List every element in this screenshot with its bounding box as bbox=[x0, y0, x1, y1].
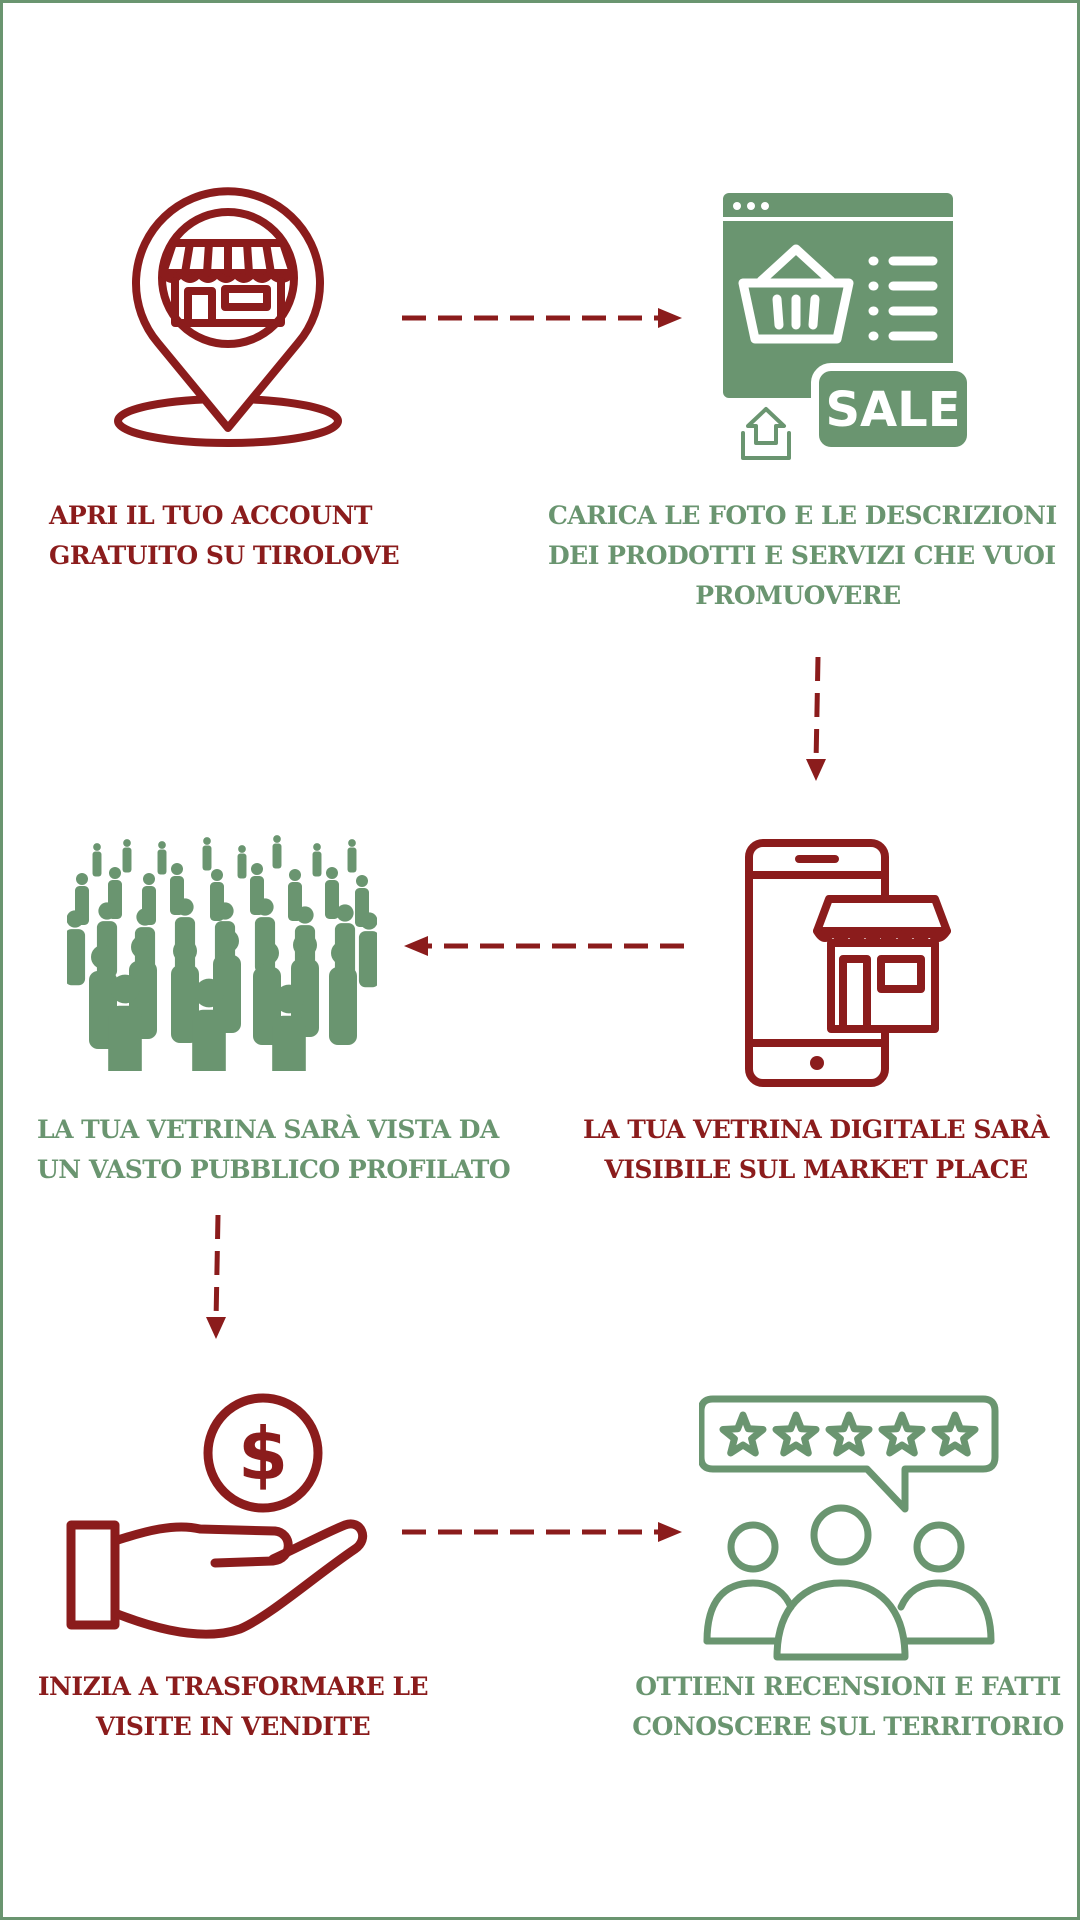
person-head bbox=[211, 869, 223, 881]
person-body bbox=[347, 847, 357, 873]
step-1-line-2: GRATUITO SU TIROLOVE bbox=[49, 541, 400, 570]
online-shop-sale-icon: SALE bbox=[723, 193, 975, 460]
step-5-line-1: INIZIA A TRASFORMARE LE bbox=[37, 1672, 429, 1701]
step-3-line-2: VISIBILE SUL MARKET PLACE bbox=[604, 1155, 1028, 1184]
person-body bbox=[358, 931, 377, 988]
arrow-down-2 bbox=[206, 1214, 226, 1339]
arrow-right-1 bbox=[402, 308, 682, 328]
person-head bbox=[93, 843, 101, 851]
person-body bbox=[92, 851, 102, 877]
person-head bbox=[348, 839, 356, 847]
star-icon bbox=[878, 1411, 926, 1457]
sale-badge-text: SALE bbox=[825, 382, 960, 438]
step-3-caption: LA TUA VETRINA DIGITALE SARÀ VISIBILE SU… bbox=[576, 1110, 1056, 1190]
step-2-caption: CARICA LE FOTO E LE DESCRIZIONI DEI PROD… bbox=[548, 496, 1057, 616]
star-icon bbox=[772, 1411, 820, 1457]
person-head bbox=[238, 845, 246, 853]
person-head bbox=[203, 837, 211, 845]
person-body bbox=[67, 929, 86, 986]
person-body bbox=[272, 1015, 306, 1071]
person-body bbox=[312, 851, 322, 877]
person-head bbox=[251, 863, 263, 875]
person-body bbox=[108, 1005, 142, 1071]
star-icon bbox=[931, 1411, 979, 1457]
person-head bbox=[255, 941, 279, 965]
person-head bbox=[136, 908, 154, 926]
arrow-right-2 bbox=[402, 1522, 682, 1542]
star-icon bbox=[719, 1411, 767, 1457]
step-4-line-2: UN VASTO PUBBLICO PROFILATO bbox=[37, 1155, 511, 1184]
person-head bbox=[131, 935, 155, 959]
person-head bbox=[326, 867, 338, 879]
person-head bbox=[194, 978, 224, 1008]
person-head bbox=[176, 898, 194, 916]
person-head bbox=[171, 863, 183, 875]
person-head bbox=[215, 929, 239, 953]
person-head bbox=[98, 902, 116, 920]
person-head bbox=[274, 984, 304, 1014]
person-head bbox=[273, 835, 281, 843]
person-head bbox=[216, 902, 234, 920]
arrow-down-1 bbox=[806, 656, 826, 781]
person-body bbox=[272, 843, 282, 869]
person-head bbox=[91, 945, 115, 969]
step-1-caption: APRI IL TUO ACCOUNT GRATUITO SU TIROLOVE bbox=[49, 496, 400, 576]
step-2-line-3: PROMUOVERE bbox=[695, 581, 901, 610]
crowd-icon bbox=[67, 835, 377, 1071]
step-4-caption: LA TUA VETRINA SARÀ VISTA DA UN VASTO PU… bbox=[37, 1110, 511, 1190]
step-6-line-2: CONOSCERE SUL TERRITORIO bbox=[632, 1712, 1064, 1741]
person-body bbox=[325, 880, 339, 919]
person-body bbox=[329, 967, 357, 1045]
person-body bbox=[237, 853, 247, 879]
person-head bbox=[110, 974, 140, 1004]
step-2-line-1: CARICA LE FOTO E LE DESCRIZIONI bbox=[548, 501, 1057, 530]
step-2-line-2: DEI PRODOTTI E SERVIZI CHE VUOI bbox=[548, 541, 1056, 570]
person-head bbox=[331, 941, 355, 965]
step-4-line-1: LA TUA VETRINA SARÀ VISTA DA bbox=[37, 1115, 499, 1144]
person-head bbox=[123, 839, 131, 847]
person-head bbox=[356, 875, 368, 887]
step-3-line-1: LA TUA VETRINA DIGITALE SARÀ bbox=[583, 1115, 1049, 1144]
customer-reviews-icon bbox=[699, 1395, 999, 1661]
person-head bbox=[293, 933, 317, 957]
person-head bbox=[173, 939, 197, 963]
person-body bbox=[192, 1009, 226, 1071]
smartphone-store-icon bbox=[745, 839, 951, 1087]
person-body bbox=[122, 847, 132, 873]
star-icon bbox=[825, 1411, 873, 1457]
person-head bbox=[256, 898, 274, 916]
person-head bbox=[296, 906, 314, 924]
step-5-caption: INIZIA A TRASFORMARE LE VISITE IN VENDIT… bbox=[23, 1667, 443, 1747]
person-head bbox=[336, 904, 354, 922]
step-1-line-1: APRI IL TUO ACCOUNT bbox=[49, 501, 372, 530]
person-head bbox=[289, 869, 301, 881]
person-head bbox=[313, 843, 321, 851]
store-location-pin-icon bbox=[114, 187, 342, 447]
person-body bbox=[202, 845, 212, 871]
person-body bbox=[171, 965, 199, 1043]
svg-text:$: $ bbox=[238, 1412, 288, 1496]
person-head bbox=[158, 841, 166, 849]
person-body bbox=[157, 849, 167, 875]
person-head bbox=[109, 867, 121, 879]
person-head bbox=[143, 873, 155, 885]
step-5-line-2: VISITE IN VENDITE bbox=[95, 1712, 371, 1741]
person-head bbox=[67, 910, 84, 928]
person-head bbox=[76, 873, 88, 885]
person-head bbox=[360, 912, 377, 930]
arrow-left-1 bbox=[404, 936, 684, 956]
step-6-caption: OTTIENI RECENSIONI E FATTI CONOSCERE SUL… bbox=[613, 1667, 1080, 1747]
step-6-line-1: OTTIENI RECENSIONI E FATTI bbox=[635, 1672, 1061, 1701]
hand-dollar-icon: $ bbox=[66, 1393, 368, 1639]
